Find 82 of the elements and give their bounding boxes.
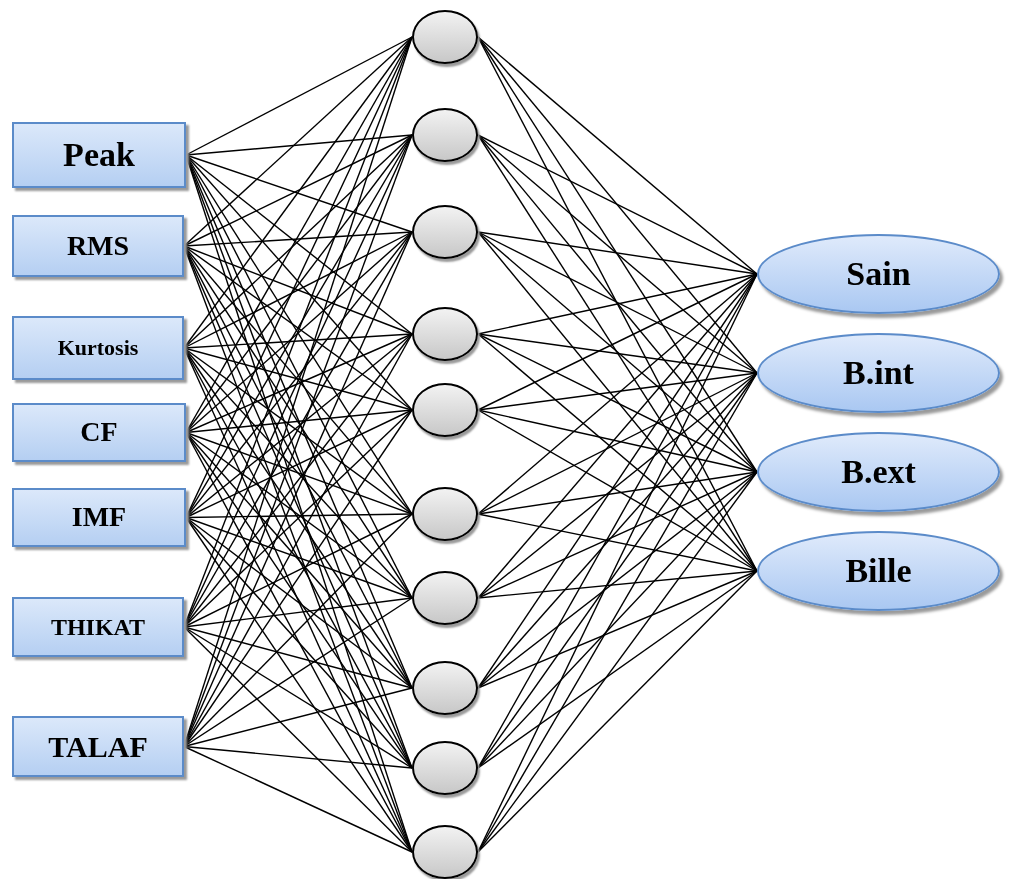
neuron-circle [412, 741, 478, 795]
connection-line [477, 471, 758, 599]
connection-line [477, 471, 758, 689]
connection-line [477, 409, 758, 572]
connection-line [183, 745, 413, 769]
connection-line [477, 134, 758, 473]
connection-line [185, 134, 413, 156]
connection-line [185, 333, 413, 434]
node-label: B.int [843, 354, 914, 392]
connection-line [477, 134, 758, 275]
connection-line [477, 372, 758, 599]
connection-line [183, 409, 413, 628]
connection-line [477, 513, 758, 572]
node-label: Kurtosis [57, 335, 139, 361]
connection-line [185, 431, 413, 515]
connection-line [477, 333, 758, 473]
node-label: RMS [66, 230, 130, 262]
input-box [12, 316, 184, 380]
connection-line [183, 134, 413, 349]
connection-line [477, 36, 758, 275]
connection-line [183, 513, 413, 628]
connection-line [477, 36, 758, 374]
input-box [12, 122, 186, 188]
connection-line [185, 154, 413, 233]
connection-line [183, 597, 413, 628]
neuron-circle [412, 571, 478, 625]
node-label: THIKAT [50, 613, 146, 641]
connection-line [477, 570, 758, 769]
connection-line [477, 570, 758, 599]
neuron-circle [412, 487, 478, 541]
node-label: Sain [846, 255, 911, 293]
connection-line [477, 372, 758, 411]
connection-line [477, 570, 758, 853]
connection-line [477, 570, 758, 689]
connection-line [183, 597, 413, 748]
input-box [12, 403, 186, 462]
connection-line [185, 231, 413, 434]
connection-line [185, 513, 413, 519]
connection-line [477, 231, 758, 374]
connection-line [183, 626, 413, 853]
node-label: Peak [63, 136, 135, 174]
input-box [12, 597, 184, 657]
connection-line [185, 409, 413, 519]
connection-line [183, 245, 413, 335]
connection-line [185, 431, 413, 599]
connection-line [183, 231, 413, 349]
neuron-circle [412, 383, 478, 437]
connection-line [183, 687, 413, 748]
connection-line [183, 231, 413, 247]
connection-line [477, 333, 758, 572]
input-box [12, 488, 186, 547]
input-box [12, 716, 184, 777]
neuron-circle [412, 307, 478, 361]
neuron-circle [412, 661, 478, 715]
connection-line [185, 516, 413, 599]
connection-line [183, 36, 413, 247]
node-label: IMF [71, 502, 127, 533]
connection-line [477, 231, 758, 572]
connection-line [477, 409, 758, 473]
neuron-circle [412, 825, 478, 879]
connection-line [183, 745, 413, 853]
connection-line [183, 134, 413, 247]
neuron-circle [412, 10, 478, 64]
connection-line [183, 245, 413, 411]
neuron-circle [412, 108, 478, 162]
connection-line [183, 333, 413, 349]
connection-line [477, 372, 758, 515]
input-box [12, 215, 184, 277]
node-label: CF [80, 417, 118, 448]
connection-line [477, 134, 758, 374]
connection-line [477, 333, 758, 374]
node-label: Bille [845, 552, 912, 590]
connection-line [477, 231, 758, 473]
node-label: TALAF [48, 730, 148, 763]
connection-line [477, 273, 758, 411]
connection-line [183, 626, 413, 689]
connection-line [183, 626, 413, 769]
connection-line [185, 154, 413, 335]
node-label: B.ext [841, 453, 916, 491]
neuron-circle [412, 205, 478, 259]
connection-line [183, 347, 413, 411]
connection-line [185, 409, 413, 434]
